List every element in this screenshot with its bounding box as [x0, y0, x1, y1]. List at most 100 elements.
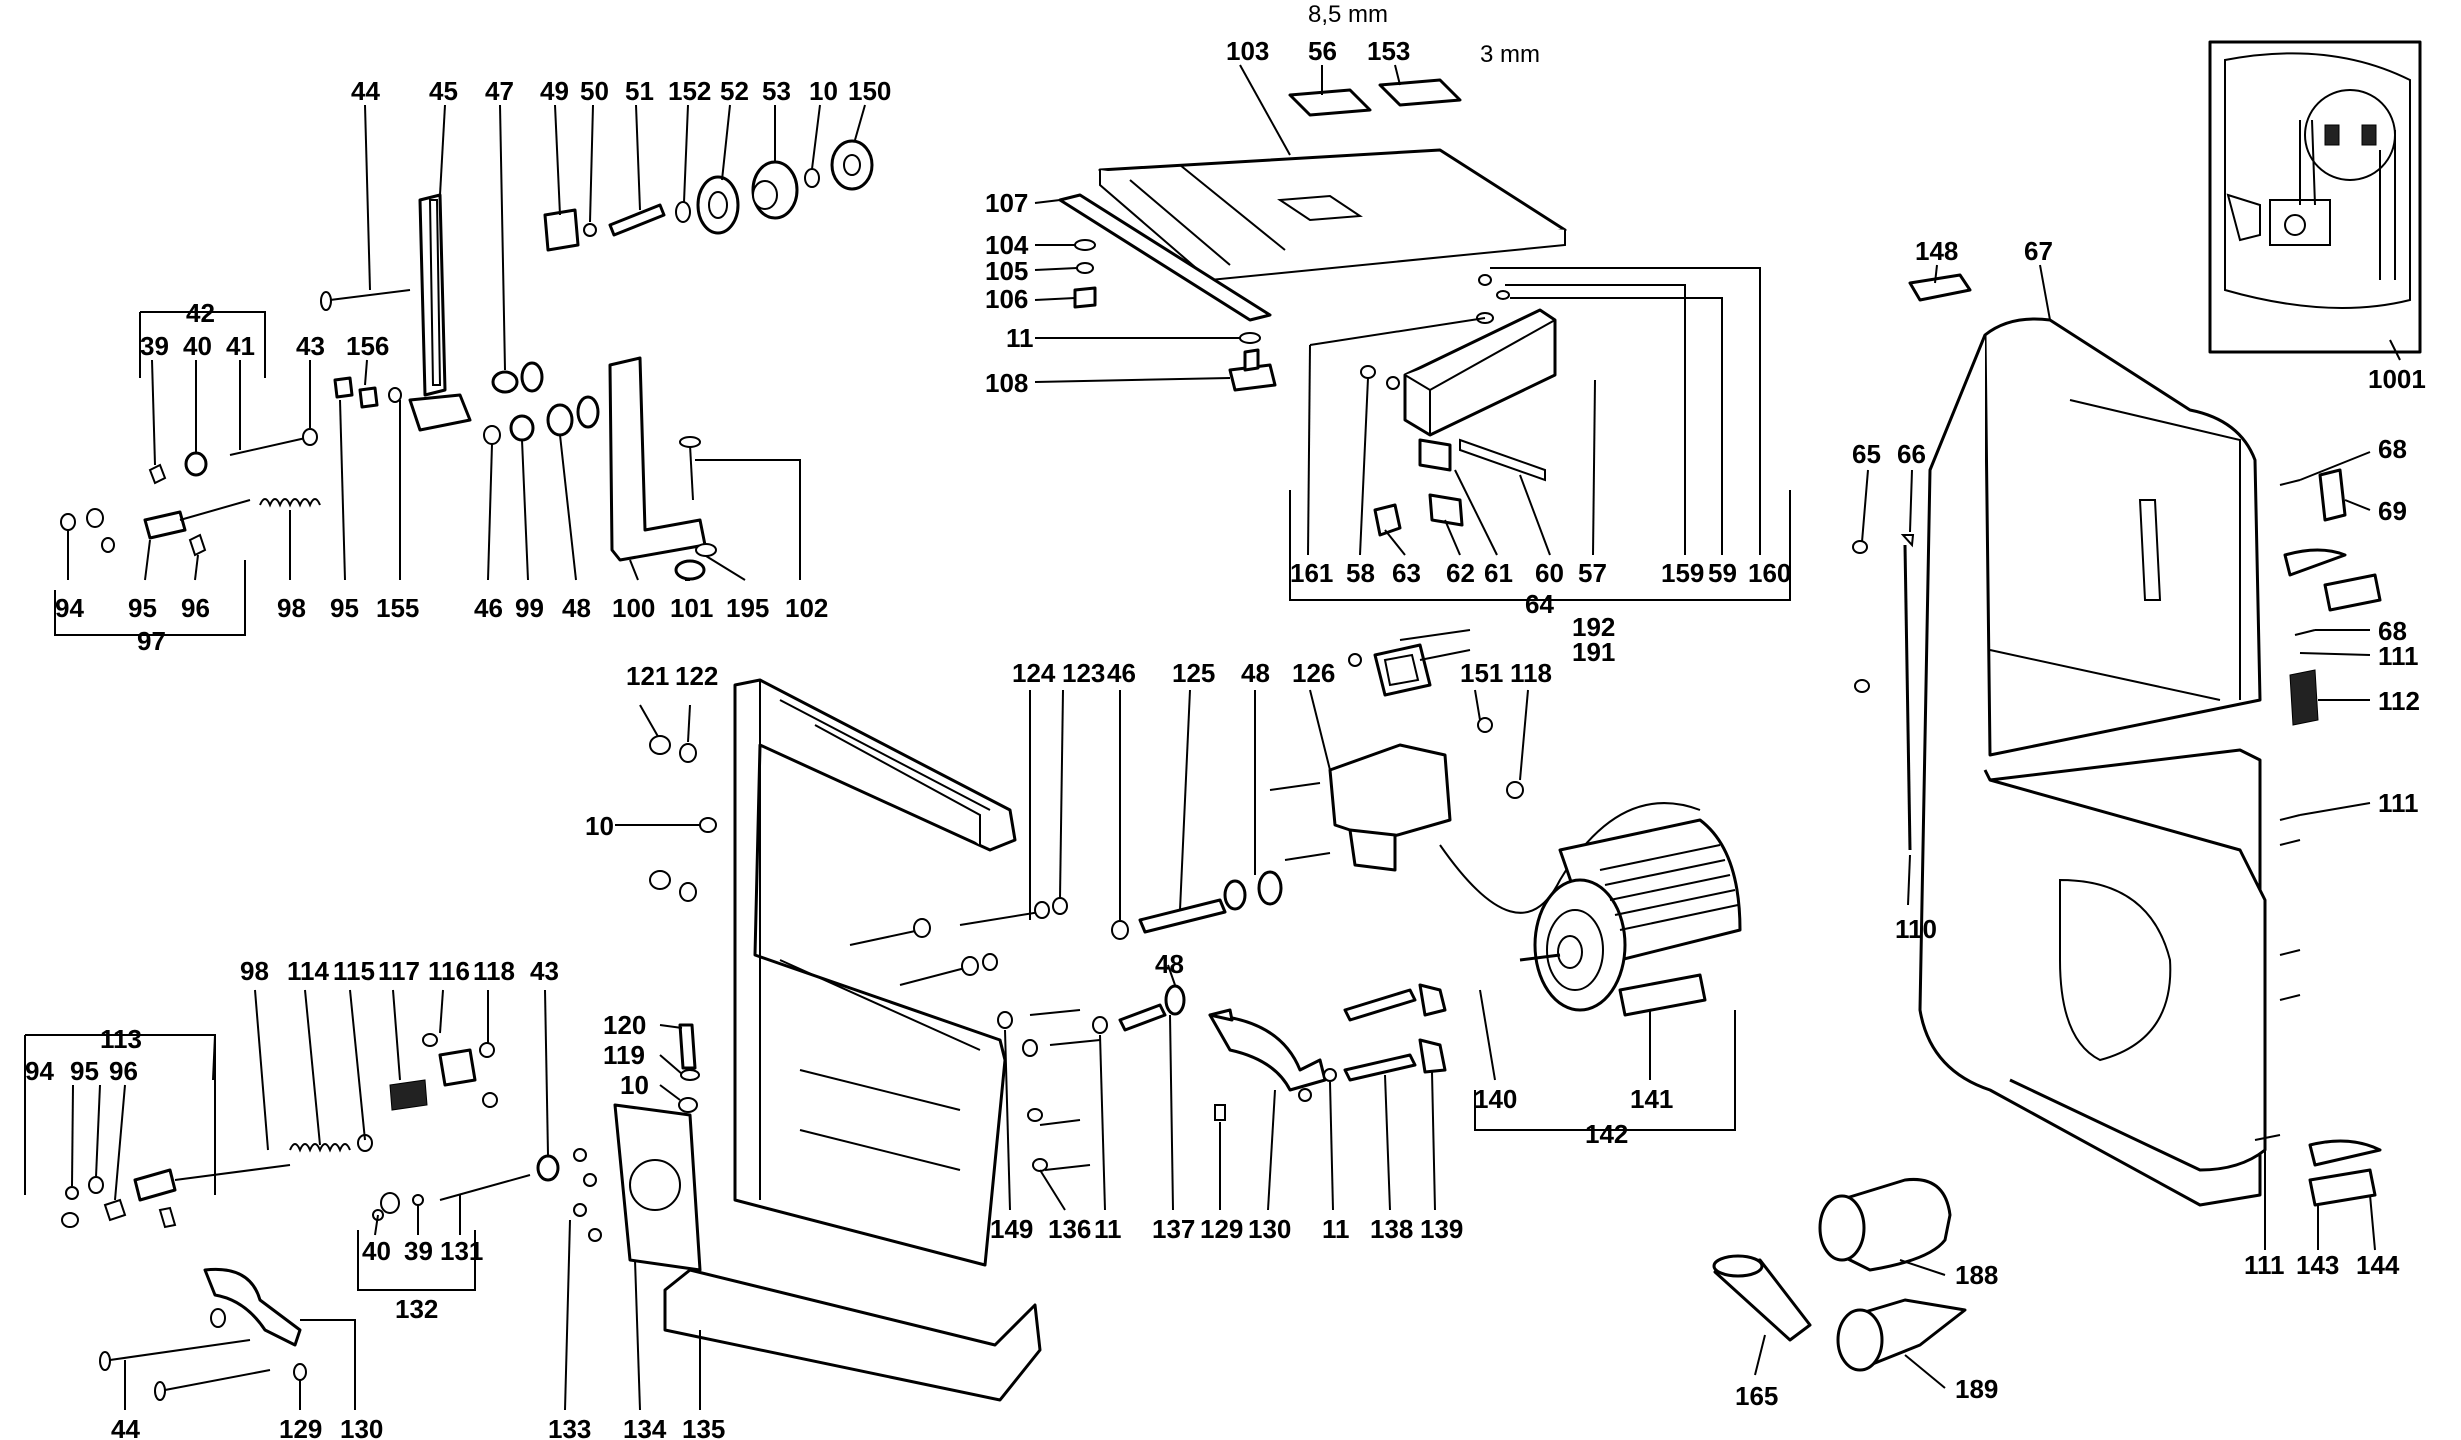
- saw-table-group: [1034, 64, 1567, 392]
- part-label-64: 64: [1525, 589, 1554, 619]
- part-label-111-b: 111: [2378, 788, 2419, 818]
- part-label-132: 132: [395, 1294, 438, 1324]
- part-label-160: 160: [1748, 558, 1791, 588]
- part-label-165: 165: [1735, 1381, 1778, 1411]
- part-label-94-b: 94: [25, 1056, 54, 1086]
- part-label-159: 159: [1661, 558, 1704, 588]
- part-label-46: 46: [474, 593, 503, 623]
- part-label-98: 98: [277, 593, 306, 623]
- part-label-65: 65: [1852, 439, 1881, 469]
- part-label-120: 120: [603, 1010, 646, 1040]
- part-label-60: 60: [1535, 558, 1564, 588]
- part-label-41: 41: [226, 331, 255, 361]
- part-label-10-c: 10: [620, 1070, 649, 1100]
- part-label-63: 63: [1392, 558, 1421, 588]
- part-label-112: 112: [2378, 686, 2420, 716]
- part-label-95: 95: [128, 593, 157, 623]
- part-label-1001: 1001: [2368, 364, 2426, 394]
- part-label-126: 126: [1292, 658, 1335, 688]
- part-label-45: 45: [429, 76, 458, 106]
- part-label-11-c: 11: [1322, 1214, 1350, 1244]
- part-label-11-b: 11: [1094, 1214, 1122, 1244]
- part-label-53: 53: [762, 76, 791, 106]
- plug-group: [1712, 1177, 1967, 1389]
- part-label-115: 115: [333, 956, 375, 986]
- part-label-119: 119: [603, 1040, 645, 1070]
- machine-frame-group: [615, 678, 1042, 1402]
- part-label-148: 148: [1915, 236, 1958, 266]
- part-label-61: 61: [1484, 558, 1513, 588]
- lower-blade-guide-group: [24, 989, 702, 1411]
- part-label-68-b: 68: [2378, 616, 2407, 646]
- part-label-56: 56: [1308, 36, 1337, 66]
- mitre-gauge-group: [1289, 267, 1791, 601]
- part-label-94: 94: [55, 593, 84, 623]
- upper-blade-guide-group: [54, 104, 874, 636]
- part-label-106: 106: [985, 284, 1028, 314]
- part-label-138: 138: [1370, 1214, 1413, 1244]
- part-label-48-c: 48: [1155, 949, 1184, 979]
- part-label-113: 113: [100, 1024, 142, 1054]
- part-label-49: 49: [540, 76, 569, 106]
- part-label-48-b: 48: [1241, 658, 1270, 688]
- part-label-52: 52: [720, 76, 749, 106]
- part-label-117: 117: [378, 956, 420, 986]
- part-label-44: 44: [351, 76, 380, 106]
- part-label-66: 66: [1897, 439, 1926, 469]
- part-label-189: 189: [1955, 1374, 1998, 1404]
- part-label-129: 129: [1200, 1214, 1243, 1244]
- unit-label-3mm: 3 mm: [1480, 41, 1540, 68]
- part-label-103: 103: [1226, 36, 1269, 66]
- part-label-131: 131: [440, 1236, 483, 1266]
- part-label-39-b: 39: [404, 1236, 433, 1266]
- part-label-39: 39: [140, 331, 169, 361]
- part-label-46-b: 46: [1107, 658, 1136, 688]
- part-label-110: 110: [1895, 914, 1937, 944]
- part-label-62: 62: [1446, 558, 1475, 588]
- part-label-11: 11: [1006, 323, 1034, 353]
- part-label-111-c: 111: [2244, 1250, 2285, 1280]
- part-label-114: 114: [287, 956, 329, 986]
- part-label-135: 135: [682, 1414, 725, 1440]
- part-label-10: 10: [809, 76, 838, 106]
- part-label-118: 118: [1510, 658, 1552, 688]
- part-label-101: 101: [670, 593, 713, 623]
- unit-label-8-5mm: 8,5 mm: [1308, 1, 1388, 28]
- part-label-191: 191: [1572, 637, 1615, 667]
- part-label-161: 161: [1290, 558, 1333, 588]
- part-label-97: 97: [137, 626, 166, 656]
- part-label-69: 69: [2378, 496, 2407, 526]
- part-label-102: 102: [785, 593, 828, 623]
- part-label-118-b: 118: [473, 956, 515, 986]
- part-label-140: 140: [1474, 1084, 1517, 1114]
- part-label-151: 151: [1460, 658, 1503, 688]
- part-label-95-b: 95: [330, 593, 359, 623]
- part-label-116: 116: [428, 956, 470, 986]
- part-label-47: 47: [485, 76, 514, 106]
- part-label-195: 195: [726, 593, 769, 623]
- part-label-107: 107: [985, 188, 1028, 218]
- part-label-95-c: 95: [70, 1056, 99, 1086]
- part-label-130: 130: [1248, 1214, 1291, 1244]
- part-label-124: 124: [1012, 658, 1056, 688]
- motor-group: [1269, 629, 1742, 1131]
- part-label-40: 40: [183, 331, 212, 361]
- part-label-150: 150: [848, 76, 891, 106]
- part-label-42: 42: [186, 298, 215, 328]
- part-labels: 44 45 47 49 50 51 152 52 53 10 150 42 39…: [25, 1, 2426, 1440]
- part-label-134: 134: [623, 1414, 667, 1440]
- part-label-104: 104: [985, 230, 1029, 260]
- shaft-hardware-group: [849, 689, 1447, 1211]
- part-label-144: 144: [2356, 1250, 2400, 1280]
- part-label-133: 133: [548, 1414, 591, 1440]
- part-label-108: 108: [985, 368, 1028, 398]
- part-label-122: 122: [675, 661, 718, 691]
- part-label-67: 67: [2024, 236, 2053, 266]
- part-label-57: 57: [1578, 558, 1607, 588]
- part-label-121: 121: [626, 661, 669, 691]
- part-label-58: 58: [1346, 558, 1375, 588]
- part-label-123: 123: [1062, 658, 1105, 688]
- part-label-48: 48: [562, 593, 591, 623]
- wheel-cover-group: [1852, 264, 2382, 1251]
- part-label-50: 50: [580, 76, 609, 106]
